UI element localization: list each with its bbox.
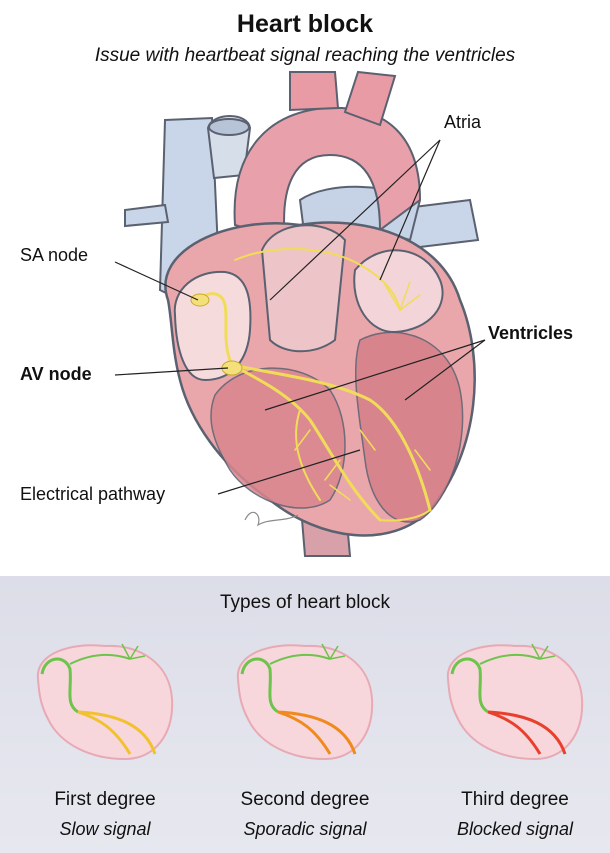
mini-heart-third-degree xyxy=(446,643,584,761)
sa-node-marker xyxy=(190,293,210,307)
right-ventricle xyxy=(210,367,346,509)
aorta xyxy=(233,70,422,242)
types-title: Types of heart block xyxy=(219,592,391,613)
electrical-pathway xyxy=(196,248,432,522)
degree-desc-second: Sporadic signal xyxy=(243,819,367,839)
heart-illustration xyxy=(114,70,486,557)
label-ventricles: Ventricles xyxy=(488,323,574,343)
leader-lines xyxy=(114,139,486,495)
degree-desc-third: Blocked signal xyxy=(456,819,574,839)
label-av-node: AV node xyxy=(20,364,92,384)
types-panel: Types of heart block First degree Slow s… xyxy=(0,576,610,853)
diagram-title: Heart block xyxy=(236,10,374,38)
label-electrical-pathway: Electrical pathway xyxy=(20,484,166,504)
degree-desc-first: Slow signal xyxy=(59,819,151,839)
label-atria: Atria xyxy=(444,112,482,132)
degree-label-second: Second degree xyxy=(240,789,370,810)
mini-heart-first-degree xyxy=(36,643,174,761)
degree-label-third: Third degree xyxy=(461,789,569,810)
mini-heart-second-degree xyxy=(236,643,374,761)
pulmonary-trunk xyxy=(260,224,347,353)
artist-signature xyxy=(244,511,299,527)
left-ventricle xyxy=(354,331,464,523)
diagram-subtitle: Issue with heartbeat signal reaching the… xyxy=(94,45,516,66)
label-sa-node: SA node xyxy=(20,245,89,265)
degree-label-first: First degree xyxy=(54,789,156,810)
left-atrium xyxy=(353,249,444,334)
